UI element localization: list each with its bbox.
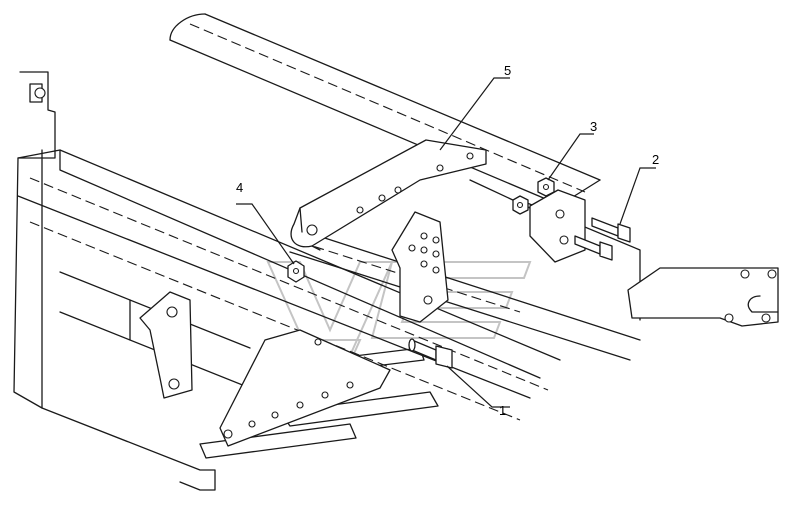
callout-label-2: 2 [652, 152, 659, 167]
right-bracket [529, 189, 586, 263]
leader-line-4 [236, 203, 295, 265]
callout-3: 3 [547, 119, 597, 181]
callout-label-4: 4 [236, 180, 243, 195]
leader-line-2 [619, 167, 656, 225]
upper-tube [169, 13, 601, 206]
lower-side-plate [219, 329, 391, 447]
link-bar-part-5 [290, 139, 487, 251]
callout-4: 4 [236, 180, 295, 265]
perforated-plate [391, 211, 449, 323]
main-frame [17, 149, 561, 491]
callout-label-3: 3 [590, 119, 597, 134]
leader-line-1 [446, 365, 510, 408]
callout-1: 1 [446, 365, 510, 418]
leader-line-3 [547, 133, 594, 181]
callout-label-5: 5 [504, 63, 511, 78]
callout-5: 5 [439, 63, 511, 151]
bolt-part-1 [408, 338, 453, 369]
nut-part-4 [287, 260, 305, 283]
callout-label-1: 1 [499, 403, 506, 418]
left-bracket [139, 291, 193, 399]
leader-line-5 [439, 77, 510, 151]
callout-2: 2 [619, 152, 659, 225]
left-side-plate [13, 71, 56, 409]
nut-part-3 [512, 177, 555, 215]
right-arm [627, 267, 779, 327]
bolt-part-2 [574, 217, 631, 261]
